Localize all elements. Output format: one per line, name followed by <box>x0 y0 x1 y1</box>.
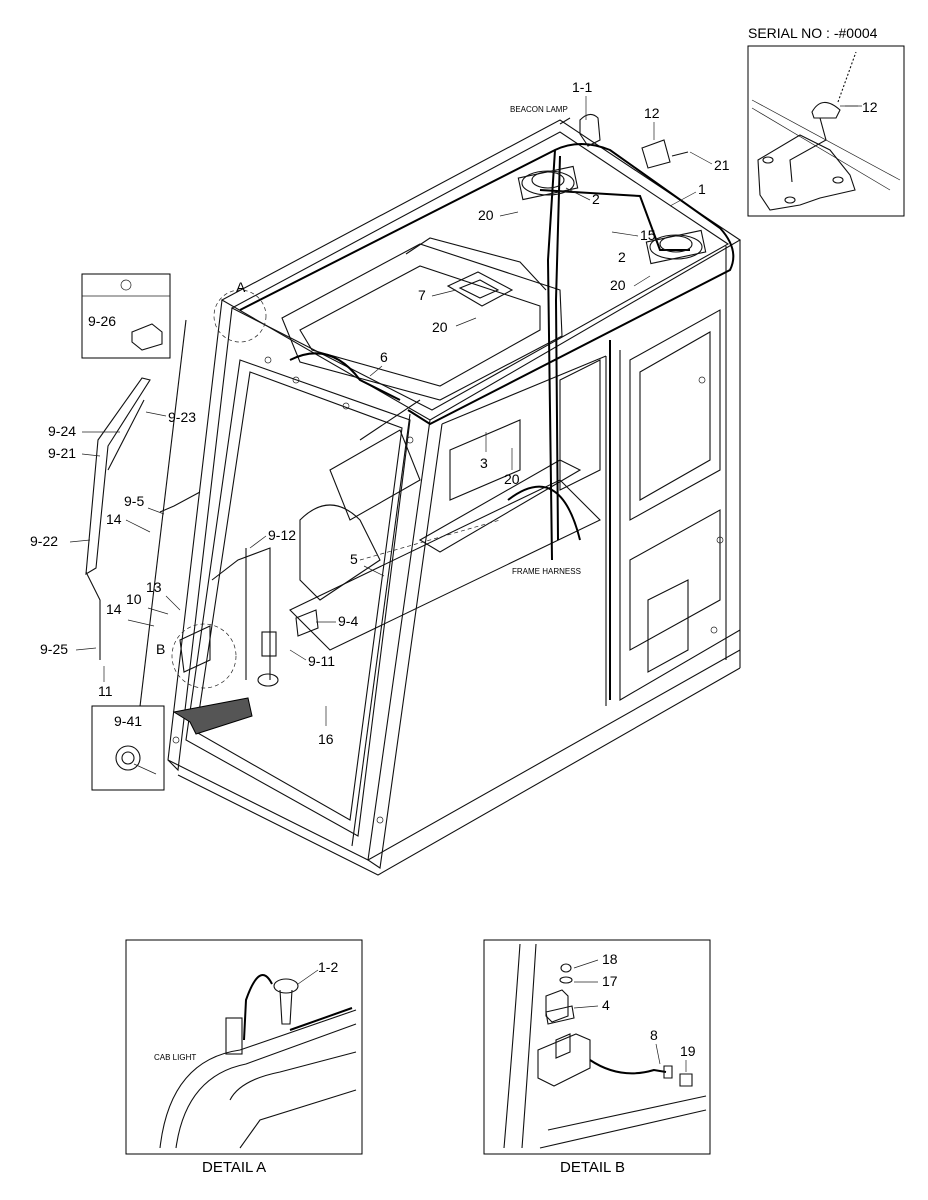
part-label: 13 <box>146 579 162 595</box>
part-9-26-box <box>81 273 171 359</box>
part-label: 1-1 <box>572 79 592 95</box>
part-label: 17 <box>602 973 618 989</box>
part-label: 9-41 <box>114 713 142 729</box>
part-label: 9-26 <box>88 313 116 329</box>
frame-harness-callout: FRAME HARNESS <box>512 567 581 576</box>
part-label: 20 <box>478 207 494 223</box>
part-label: 16 <box>318 731 334 747</box>
view-arrow <box>172 697 253 735</box>
part-label: 9-21 <box>48 445 76 461</box>
detail-a-circle <box>213 289 267 343</box>
part-label: 1-2 <box>318 959 338 975</box>
wiring-harness <box>239 143 735 700</box>
mirror-and-stay <box>85 377 319 687</box>
part-label: 15 <box>640 227 656 243</box>
part-label: 12 <box>862 99 878 115</box>
part-label: 9-5 <box>124 493 144 509</box>
detail-b-caption: DETAIL B <box>560 1159 625 1176</box>
part-label: 2 <box>592 191 600 207</box>
cab-light-callout: CAB LIGHT <box>154 1053 196 1062</box>
part-9-41-box <box>91 705 165 791</box>
part-label: 9-22 <box>30 533 58 549</box>
part-label: 20 <box>504 471 520 487</box>
serial-inset-box <box>747 45 905 217</box>
inset-marker-icon <box>120 279 132 291</box>
detail-b-marker: B <box>156 641 165 657</box>
part-label: 20 <box>432 319 448 335</box>
detail-a-caption: DETAIL A <box>202 1159 266 1176</box>
beacon-lamp-callout: BEACON LAMP <box>510 105 568 114</box>
part-label: 9-4 <box>338 613 358 629</box>
part-label: 19 <box>680 1043 696 1059</box>
part-label: 9-24 <box>48 423 76 439</box>
detail-b-circle <box>171 623 237 689</box>
speaker-left <box>517 165 579 201</box>
part-label: 9-12 <box>268 527 296 543</box>
part-label: 1 <box>698 181 706 197</box>
part-label: 5 <box>350 551 358 567</box>
part-label: 20 <box>610 277 626 293</box>
beacon-lamp-bracket <box>559 113 601 147</box>
detail-a-marker: A <box>236 279 246 295</box>
detail-b-drawing <box>503 943 707 1149</box>
part-label: 21 <box>714 157 730 173</box>
part-label: 9-11 <box>308 653 335 669</box>
part-label: 14 <box>106 601 122 617</box>
serial-number-label: SERIAL NO : -#0004 <box>748 25 878 41</box>
detail-b-box <box>483 939 711 1155</box>
part-label: 9-25 <box>40 641 68 657</box>
antenna-bracket <box>641 139 689 169</box>
part-label: 12 <box>644 105 660 121</box>
part-label: 2 <box>618 249 626 265</box>
detail-a-drawing <box>159 974 357 1149</box>
speaker-right <box>645 229 707 265</box>
cab-light-assembly <box>446 271 514 307</box>
part-label: 8 <box>650 1027 658 1043</box>
part-label: 10 <box>126 591 142 607</box>
part-label: 9-23 <box>168 409 196 425</box>
part-label: 7 <box>418 287 426 303</box>
cab-frame-drawing <box>135 119 742 876</box>
part-label: 3 <box>480 455 488 471</box>
part-label: 4 <box>602 997 610 1013</box>
part-label: 6 <box>380 349 388 365</box>
part-label: 18 <box>602 951 618 967</box>
part-label: 11 <box>98 683 113 699</box>
part-label: 14 <box>106 511 122 527</box>
part-callouts: 1-1 12 21 2 20 1 15 2 20 7 20 6 3 20 5 9… <box>30 79 878 1072</box>
